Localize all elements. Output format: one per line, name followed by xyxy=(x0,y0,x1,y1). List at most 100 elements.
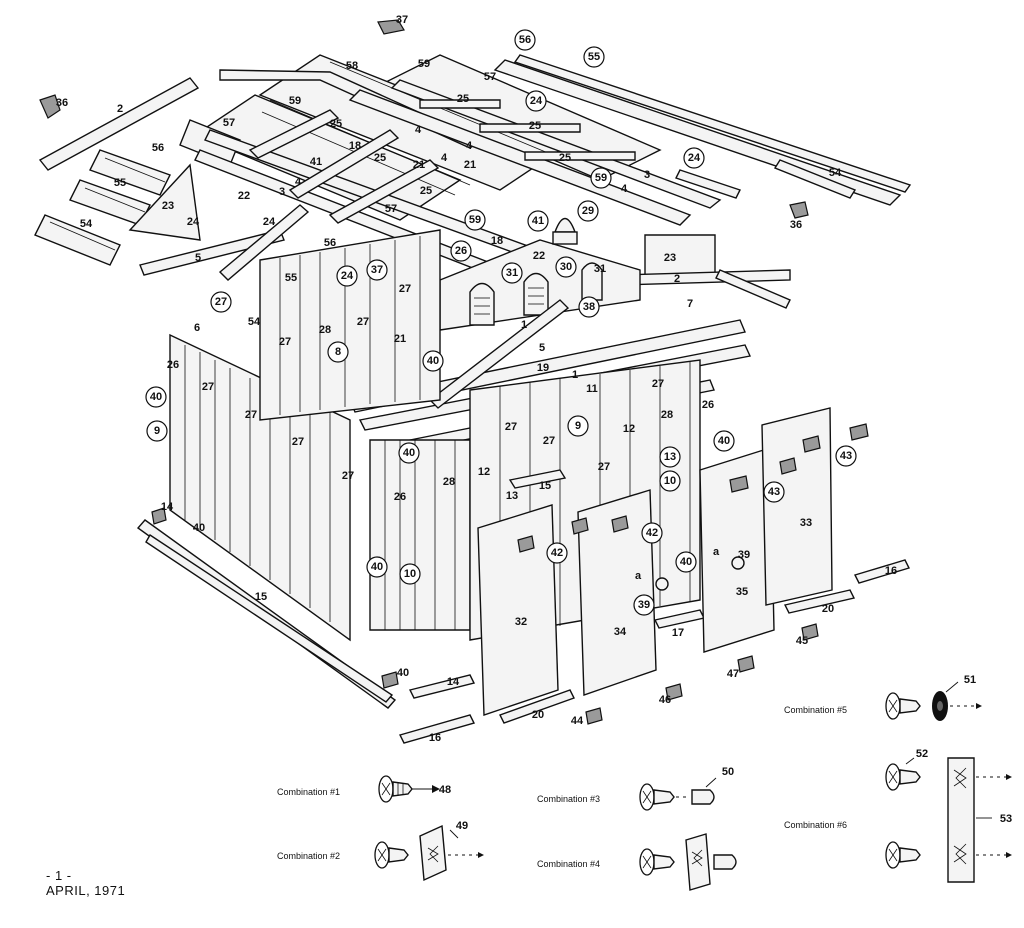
screw-icon xyxy=(639,848,675,876)
circled-callout-24: 24 xyxy=(525,90,547,112)
callout-1b: 1 xyxy=(572,369,578,381)
callout-4c: 4 xyxy=(441,152,448,164)
clip-plate-icon xyxy=(685,833,711,891)
svg-text:43: 43 xyxy=(768,486,780,498)
circled-callout-55: 55 xyxy=(583,46,605,68)
callout-58: 58 xyxy=(346,60,358,72)
callout-54: 54 xyxy=(829,167,842,179)
circled-callout-42: 42 xyxy=(641,522,663,544)
callout-1: 1 xyxy=(521,319,527,331)
clip-plate-icon xyxy=(419,824,447,882)
circled-callout-10: 10 xyxy=(659,470,681,492)
callout-25d: 25 xyxy=(374,152,386,164)
callout-7: 7 xyxy=(687,298,693,310)
callout-a2: a xyxy=(635,570,642,582)
issue-date: APRIL, 1971 xyxy=(46,883,126,898)
svg-text:26: 26 xyxy=(455,245,467,257)
circled-callout-42b: 42 xyxy=(546,542,568,564)
callout-15: 15 xyxy=(539,480,551,492)
washer-icon xyxy=(932,691,948,721)
callout-48: 48 xyxy=(439,784,451,796)
callout-3: 3 xyxy=(644,169,650,181)
svg-text:24: 24 xyxy=(341,270,354,282)
circled-callout-24c: 24 xyxy=(336,265,358,287)
circled-callout-24b: 24 xyxy=(683,147,705,169)
callout-57c: 57 xyxy=(385,203,397,215)
circled-callout-40: 40 xyxy=(422,350,444,372)
callout-6: 6 xyxy=(194,322,200,334)
circled-callout-43b: 43 xyxy=(763,481,785,503)
callout-27b: 27 xyxy=(357,316,369,328)
callout-22: 22 xyxy=(238,190,250,202)
circled-callout-10b: 10 xyxy=(399,563,421,585)
roof-framing xyxy=(39,19,857,309)
circled-callout-40d: 40 xyxy=(398,442,420,464)
callout-46: 46 xyxy=(659,694,671,706)
callout-21: 21 xyxy=(413,159,425,171)
svg-text:31: 31 xyxy=(594,263,606,275)
callout-28c: 28 xyxy=(443,476,455,488)
svg-text:56: 56 xyxy=(519,34,531,46)
callout-51: 51 xyxy=(964,674,976,686)
svg-text:40: 40 xyxy=(150,391,162,403)
circled-callout-41: 41 xyxy=(527,210,549,232)
callout-21b: 21 xyxy=(464,159,476,171)
callout-32: 32 xyxy=(515,616,527,628)
screw-icon xyxy=(378,775,413,803)
callout-40x: 40 xyxy=(193,522,205,534)
svg-text:40: 40 xyxy=(680,556,692,568)
callout-28: 28 xyxy=(319,324,331,336)
fastener-combinations: Combination #1 48 Combination #2 49 xyxy=(277,674,1012,891)
circled-callout-40e: 40 xyxy=(675,551,697,573)
callout-13: 13 xyxy=(506,490,518,502)
circled-callout-59: 59 xyxy=(590,167,612,189)
nut-cap-icon xyxy=(713,854,737,870)
callout-26c: 26 xyxy=(394,491,406,503)
svg-text:42: 42 xyxy=(646,527,658,539)
callout-35: 35 xyxy=(736,586,748,598)
callout-25: 25 xyxy=(457,93,469,105)
combination-1-label: Combination #1 xyxy=(277,787,340,797)
svg-text:29: 29 xyxy=(582,205,594,217)
svg-text:39: 39 xyxy=(638,599,650,611)
callout-27i: 27 xyxy=(292,436,304,448)
callout-54c: 54 xyxy=(248,316,261,328)
callout-a1: a xyxy=(713,546,720,558)
callout-17: 17 xyxy=(672,627,684,639)
callout-4e: 4 xyxy=(621,183,628,195)
callout-28b: 28 xyxy=(661,409,673,421)
circled-callout-39: 39 xyxy=(633,594,655,616)
callout-36b: 36 xyxy=(790,219,802,231)
callout-12: 12 xyxy=(623,423,635,435)
callout-59b: 59 xyxy=(289,95,301,107)
circled-callout-30: 30 xyxy=(555,256,577,278)
callout-14: 14 xyxy=(161,501,174,513)
circled-callout-27: 27 xyxy=(210,291,232,313)
svg-text:38: 38 xyxy=(583,301,595,313)
circled-callout-8: 8 xyxy=(327,341,349,363)
circled-callout-31: 31 xyxy=(501,262,523,284)
circled-callout-37: 37 xyxy=(366,259,388,281)
callout-16: 16 xyxy=(885,565,897,577)
callout-45: 45 xyxy=(796,635,808,647)
callout-5: 5 xyxy=(195,252,201,264)
callout-27k: 27 xyxy=(342,470,354,482)
callout-27h: 27 xyxy=(543,435,555,447)
callout-47: 47 xyxy=(727,668,739,680)
callout-20: 20 xyxy=(822,603,834,615)
svg-text:24: 24 xyxy=(530,95,543,107)
screw-icon xyxy=(885,841,921,869)
callout-27f: 27 xyxy=(245,409,257,421)
callout-12b: 12 xyxy=(478,466,490,478)
callout-44: 44 xyxy=(571,715,584,727)
page-footer: - 1 - APRIL, 1971 xyxy=(46,868,125,898)
callout-18: 18 xyxy=(349,140,361,152)
callout-39x: 39 xyxy=(738,549,750,561)
svg-text:55: 55 xyxy=(588,51,600,63)
callout-16b: 16 xyxy=(429,732,441,744)
svg-text:59: 59 xyxy=(469,214,481,226)
callout-labels: 37 58 59 57 36 2 59 25 57 25 25 4 56 18 … xyxy=(56,14,897,744)
svg-text:42: 42 xyxy=(551,547,563,559)
callout-21c: 21 xyxy=(394,333,406,345)
